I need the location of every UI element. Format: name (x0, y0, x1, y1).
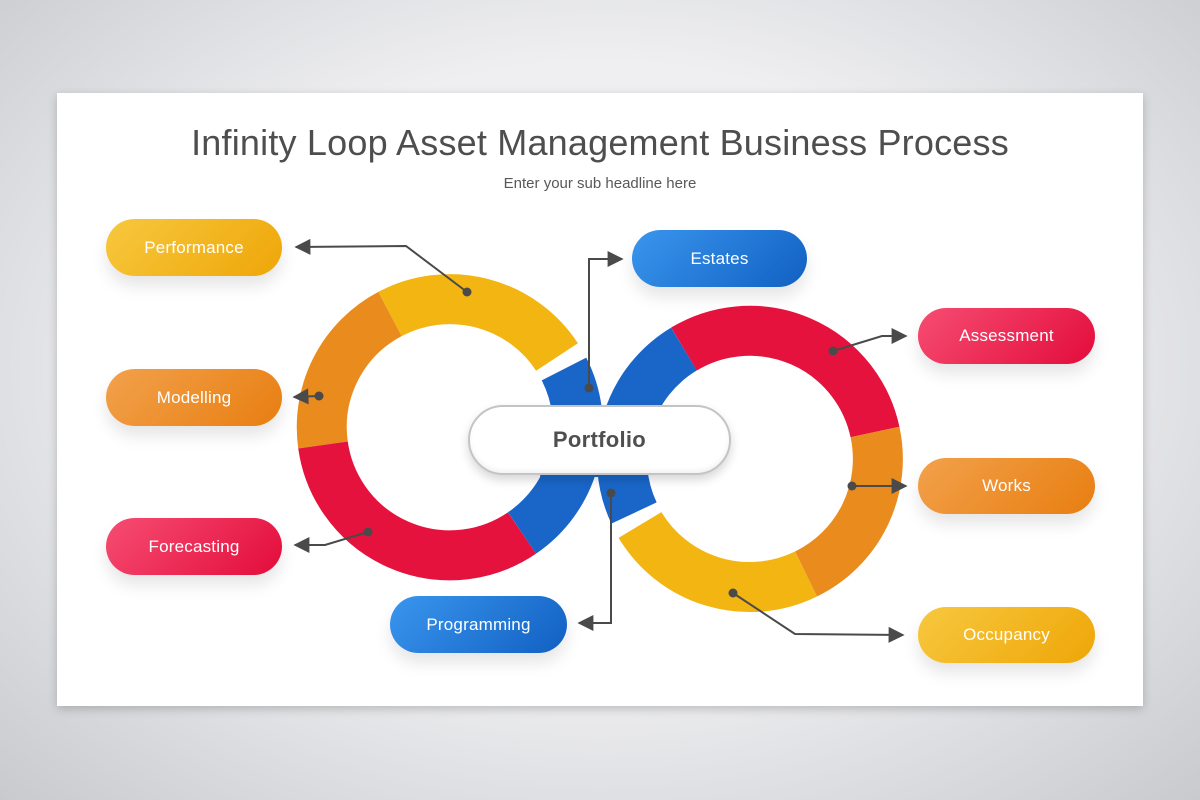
connector-dot (363, 527, 373, 537)
connector-modelling (292, 388, 324, 405)
node-programming[interactable]: Programming (390, 596, 567, 653)
loop-arc-left-yellow (378, 274, 578, 372)
node-modelling[interactable]: Modelling (106, 369, 282, 426)
page-subtitle[interactable]: Enter your sub headline here (503, 175, 697, 192)
node-label: Programming (426, 614, 531, 634)
node-forecasting[interactable]: Forecasting (106, 518, 282, 575)
loop-arc-right-red (671, 305, 900, 438)
node-label: Assessment (959, 326, 1054, 345)
loop-arc-right-yellow (618, 511, 817, 612)
connector-dot (606, 488, 616, 498)
node-label: Occupancy (963, 625, 1050, 644)
connector-occupancy (728, 588, 905, 643)
loop-arc-right-orange (794, 426, 903, 597)
center-node-portfolio[interactable]: Portfolio (468, 405, 731, 475)
node-occupancy[interactable]: Occupancy (918, 607, 1095, 663)
loop-arc-left-red (298, 440, 537, 581)
node-assessment[interactable]: Assessment (918, 308, 1095, 364)
node-performance[interactable]: Performance (106, 219, 282, 276)
node-label: Modelling (156, 387, 232, 407)
node-label: Performance (144, 237, 244, 257)
connector-dot (584, 383, 594, 393)
center-node-label: Portfolio (552, 427, 647, 452)
page-title[interactable]: Infinity Loop Asset Management Business … (191, 122, 1009, 163)
connector-dot (728, 588, 738, 598)
connectors (292, 238, 908, 643)
connector-works (847, 478, 908, 494)
node-label: Forecasting (148, 536, 240, 556)
node-estates[interactable]: Estates (632, 230, 807, 287)
connector-forecasting (293, 527, 373, 553)
connector-programming (577, 488, 616, 631)
connector-dot (314, 391, 324, 401)
connector-dot (828, 346, 838, 356)
connector-performance (294, 238, 472, 297)
connector-dot (462, 287, 472, 297)
node-label: Estates (690, 248, 749, 268)
loop-arc-left-orange (296, 291, 403, 449)
node-works[interactable]: Works (918, 458, 1095, 514)
connector-estates (584, 251, 624, 393)
connector-dot (847, 481, 857, 491)
connector-assessment (828, 328, 908, 356)
node-label: Works (982, 476, 1031, 495)
